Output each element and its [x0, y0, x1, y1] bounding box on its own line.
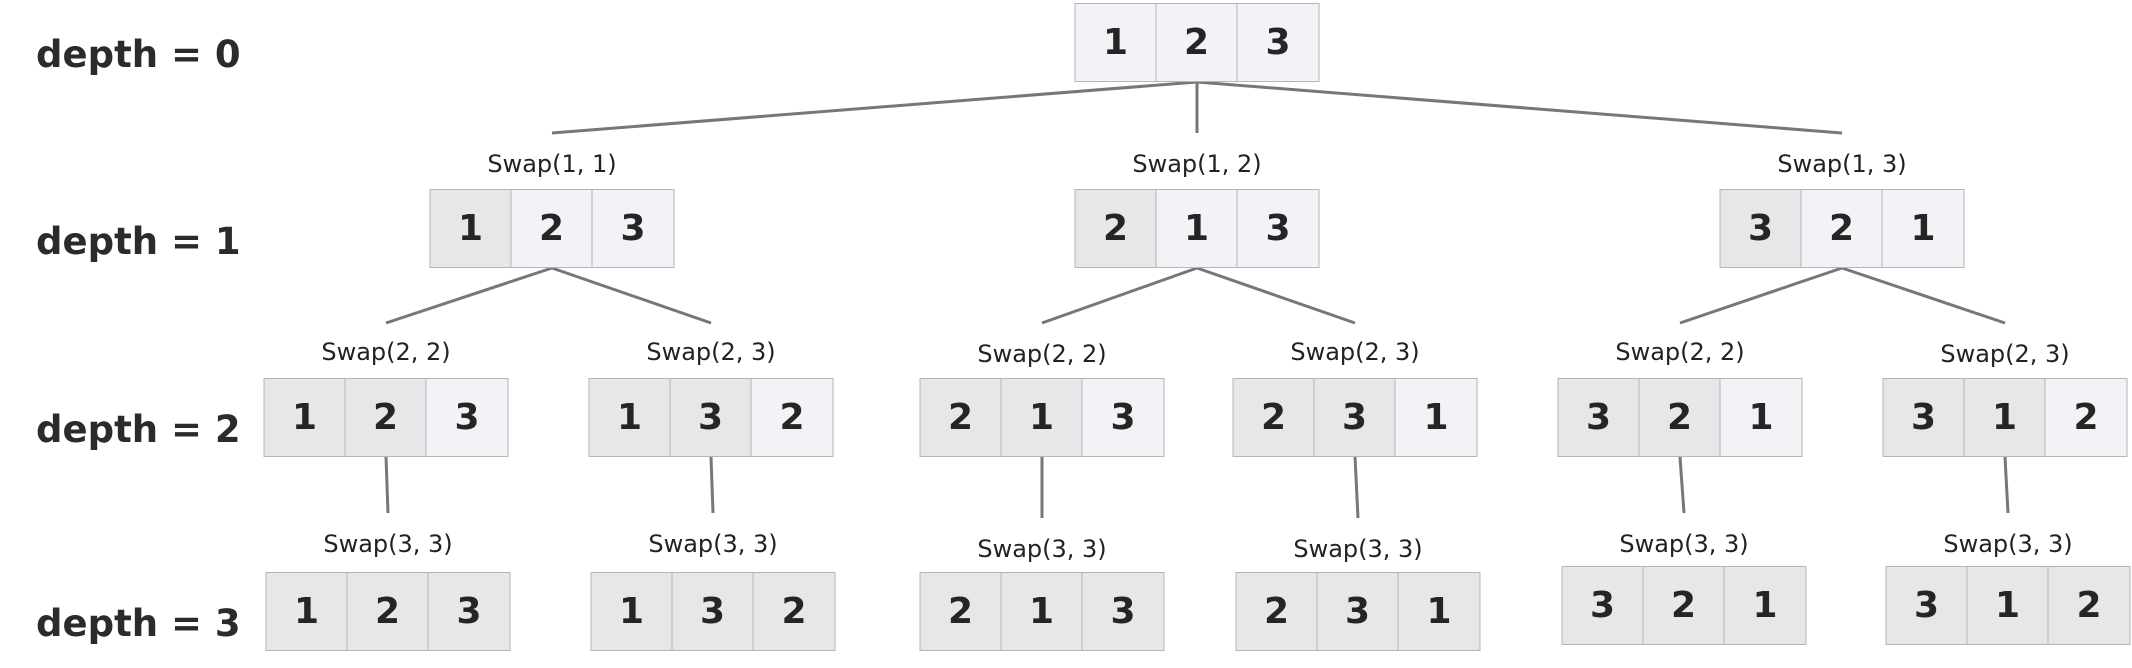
array-cell: 2 — [2048, 567, 2130, 644]
array-cell: 3 — [428, 573, 510, 650]
tree-edge-n1b-n2c — [1041, 266, 1198, 325]
array-cell: 3 — [426, 379, 508, 456]
swap-label-n1c: Swap(1, 3) — [1777, 150, 1907, 178]
array-cell: 3 — [1314, 379, 1396, 456]
swap-label-n2c: Swap(2, 2) — [977, 340, 1107, 368]
array-cell: 1 — [1075, 4, 1157, 81]
array-cell: 3 — [1883, 379, 1965, 456]
tree-edge-n1a-n2a — [385, 266, 553, 325]
array-cell: 1 — [264, 379, 346, 456]
array-cell: 2 — [751, 379, 833, 456]
tree-edge-n0-n1c — [1196, 80, 1843, 135]
swap-label-n2d: Swap(2, 3) — [1290, 338, 1420, 366]
array-cell: 1 — [1156, 190, 1238, 267]
array-cell: 1 — [1001, 379, 1083, 456]
array-cell: 3 — [1562, 567, 1644, 644]
array-cell: 2 — [1639, 379, 1721, 456]
depth-label-2: depth = 2 — [36, 408, 241, 451]
swap-label-n2f: Swap(2, 3) — [1940, 340, 2070, 368]
array-cell: 1 — [430, 190, 512, 267]
array-cell: 3 — [1237, 190, 1319, 267]
swap-label-n3f: Swap(3, 3) — [1943, 530, 2073, 558]
array-cell: 2 — [1801, 190, 1883, 267]
array-cell: 3 — [1082, 573, 1164, 650]
tree-edge-n2a-n3a — [384, 456, 390, 514]
tree-edge-n2f-n3f — [2003, 456, 2010, 514]
array-cell: 2 — [1236, 573, 1318, 650]
array-cell: 3 — [670, 379, 752, 456]
array-cell: 1 — [266, 573, 348, 650]
array-cell: 2 — [347, 573, 429, 650]
swap-label-n3d: Swap(3, 3) — [1293, 535, 1423, 563]
array-cell: 1 — [1001, 573, 1083, 650]
tree-edge-n1c-n2f — [1841, 266, 2006, 325]
tree-edge-n2b-n3b — [709, 456, 715, 514]
swap-label-n3a: Swap(3, 3) — [323, 530, 453, 558]
array-cell: 2 — [1075, 190, 1157, 267]
array-cell: 2 — [920, 573, 1002, 650]
array-cell: 2 — [2045, 379, 2127, 456]
array-cell: 1 — [1720, 379, 1802, 456]
array-cell: 2 — [753, 573, 835, 650]
tree-edge-n0-n1a — [551, 80, 1198, 135]
swap-label-n3e: Swap(3, 3) — [1619, 530, 1749, 558]
array-cell: 3 — [1237, 4, 1319, 81]
swap-label-n3c: Swap(3, 3) — [977, 535, 1107, 563]
array-cell: 3 — [1720, 190, 1802, 267]
array-cell: 1 — [1724, 567, 1806, 644]
depth-label-3: depth = 3 — [36, 602, 241, 645]
array-cell: 2 — [345, 379, 427, 456]
array-cell: 2 — [1643, 567, 1725, 644]
array-cell: 2 — [920, 379, 1002, 456]
array-cell: 3 — [592, 190, 674, 267]
array-cell: 2 — [1156, 4, 1238, 81]
depth-label-1: depth = 1 — [36, 220, 241, 263]
array-cell: 1 — [1964, 379, 2046, 456]
tree-edge-n2d-n3d — [1353, 456, 1360, 519]
array-cell: 3 — [1886, 567, 1968, 644]
array-cell: 1 — [1967, 567, 2049, 644]
tree-edge-n1c-n2e — [1679, 266, 1843, 325]
swap-label-n2b: Swap(2, 3) — [646, 338, 776, 366]
array-cell: 1 — [1395, 379, 1477, 456]
array-cell: 1 — [1882, 190, 1964, 267]
swap-label-n3b: Swap(3, 3) — [648, 530, 778, 558]
swap-label-n1a: Swap(1, 1) — [487, 150, 617, 178]
swap-label-n2a: Swap(2, 2) — [321, 338, 451, 366]
array-cell: 3 — [1082, 379, 1164, 456]
tree-edge-n2e-n3e — [1678, 456, 1686, 514]
array-cell: 1 — [1398, 573, 1480, 650]
tree-edge-n1a-n2b — [551, 266, 712, 325]
array-cell: 2 — [1233, 379, 1315, 456]
array-cell: 3 — [1558, 379, 1640, 456]
array-cell: 3 — [672, 573, 754, 650]
array-cell: 1 — [591, 573, 673, 650]
swap-label-n1b: Swap(1, 2) — [1132, 150, 1262, 178]
array-cell: 2 — [511, 190, 593, 267]
swap-label-n2e: Swap(2, 2) — [1615, 338, 1745, 366]
depth-label-0: depth = 0 — [36, 33, 241, 76]
array-cell: 1 — [589, 379, 671, 456]
array-cell: 3 — [1317, 573, 1399, 650]
tree-edge-n1b-n2d — [1196, 266, 1356, 325]
